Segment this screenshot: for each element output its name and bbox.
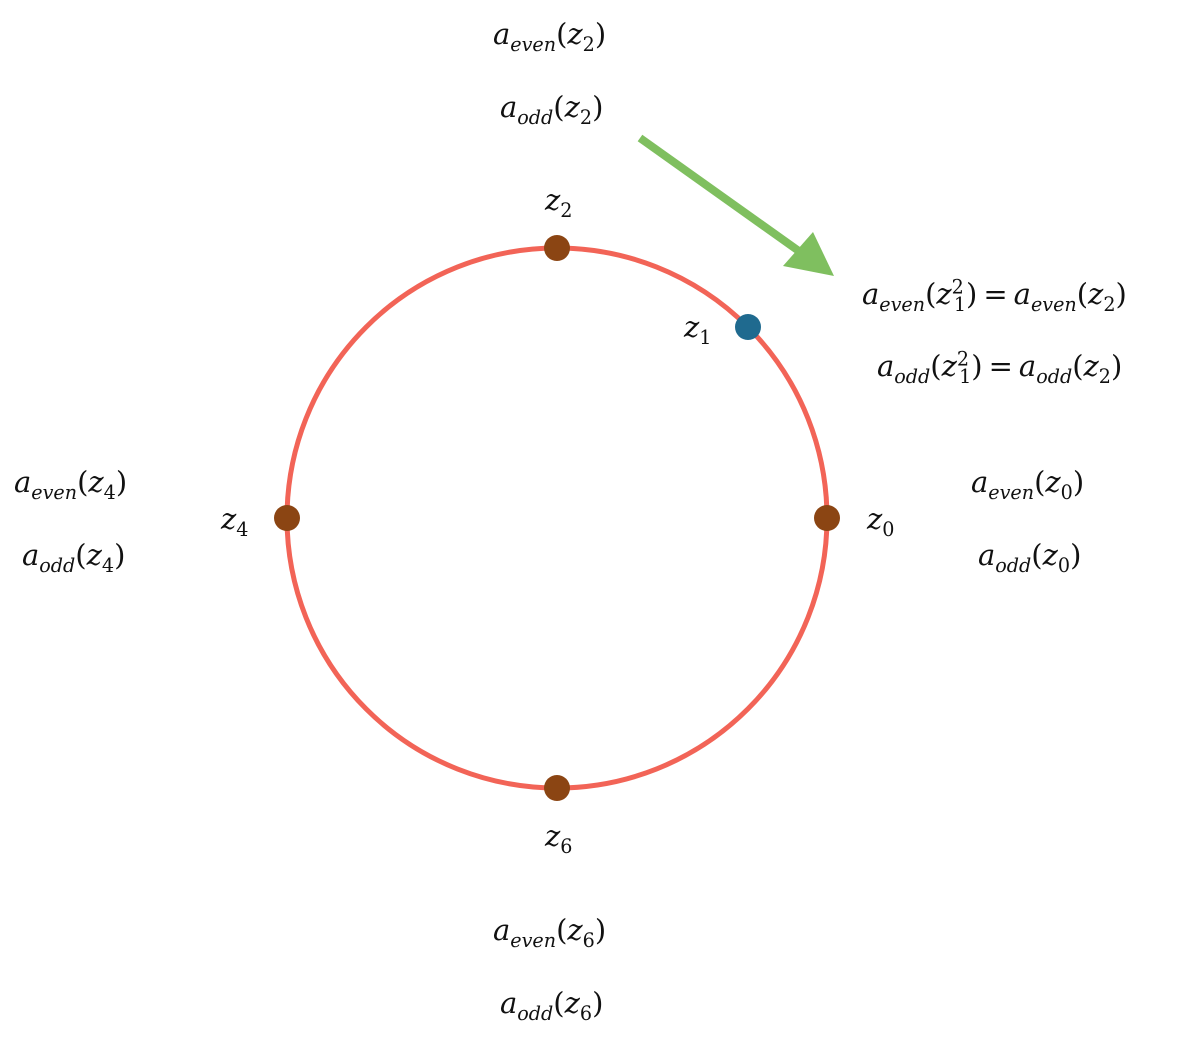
- label-z1: z1: [684, 310, 712, 349]
- point-z2: [544, 235, 570, 261]
- label-a-odd-z4: aodd(z4): [22, 538, 126, 577]
- arrow-shaft: [637, 134, 806, 258]
- arrow-head: [783, 232, 834, 276]
- label-a-even-z0: aeven(z0): [971, 465, 1085, 504]
- label-z0: z0: [867, 502, 895, 541]
- label-a-even-z2: aeven(z2): [493, 17, 607, 56]
- point-z0: [814, 505, 840, 531]
- label-a-odd-z2: aodd(z2): [500, 90, 604, 129]
- equation-a-odd-z1-squared: aodd(z21)=aodd(z2): [877, 347, 1123, 388]
- label-z6: z6: [545, 819, 573, 858]
- label-a-even-z4: aeven(z4): [14, 465, 128, 504]
- point-z1: [735, 314, 761, 340]
- label-a-even-z6: aeven(z6): [493, 913, 607, 952]
- point-z4: [274, 505, 300, 531]
- point-z6: [544, 775, 570, 801]
- label-a-odd-z6: aodd(z6): [500, 986, 604, 1025]
- label-a-odd-z0: aodd(z0): [978, 538, 1082, 577]
- label-z4: z4: [221, 502, 249, 541]
- label-z2: z2: [545, 183, 573, 222]
- equation-a-even-z1-squared: aeven(z21)=aeven(z2): [862, 275, 1127, 316]
